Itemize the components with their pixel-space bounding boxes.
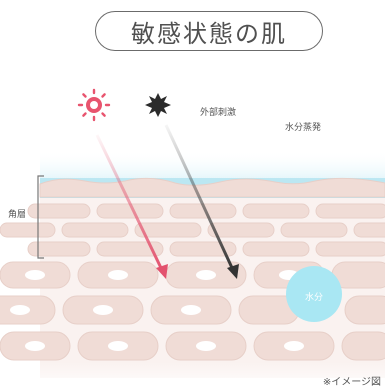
- label-water-evaporation: 水分蒸発: [285, 123, 322, 133]
- stratum-bracket: [37, 175, 44, 259]
- cell-nuclei: [10, 270, 304, 351]
- stimulus-arrow: [164, 124, 239, 279]
- label-external-stimulus: 外部刺激: [200, 108, 237, 118]
- title-pill: 敏感状態の肌: [95, 11, 323, 51]
- page-title: 敏感状態の肌: [131, 19, 287, 48]
- sun-icon: [77, 88, 111, 122]
- label-stratum-corneum: 角層: [8, 210, 27, 220]
- particle-icon: [145, 93, 171, 117]
- image-note: ※イメージ図: [322, 377, 381, 388]
- water-bubble: [286, 266, 342, 322]
- label-water: 水分: [305, 293, 324, 303]
- uv-arrow: [95, 134, 168, 279]
- cells-stratum: [0, 177, 385, 257]
